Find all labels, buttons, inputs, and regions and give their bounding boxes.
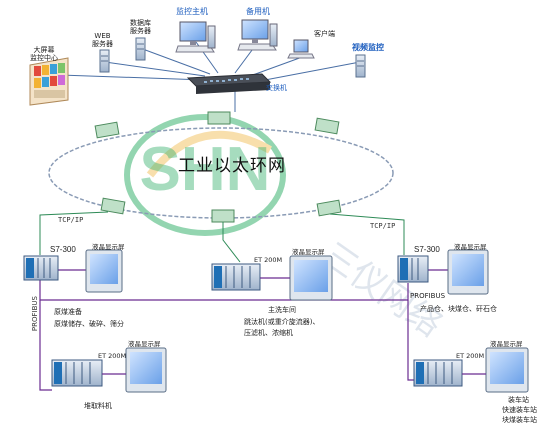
center-line1: 跳汰机(或重介旋流器)、 xyxy=(244,318,320,326)
ring-node[interactable] xyxy=(314,117,340,135)
right-lcd-label: 液晶显示屏 xyxy=(454,243,487,251)
ethernet-ring xyxy=(48,127,394,219)
web-server-icon[interactable] xyxy=(99,49,110,73)
client-icon[interactable] xyxy=(287,39,315,59)
db-server-label: 数据库 服务器 xyxy=(130,19,151,35)
ring-node[interactable] xyxy=(316,199,342,217)
db-server-label-line2: 服务器 xyxy=(130,27,151,35)
ring-node[interactable] xyxy=(94,121,120,139)
video-server-icon[interactable] xyxy=(355,54,366,78)
right-bottom-line2: 快速装车站 xyxy=(502,406,537,414)
center-lcd-panel[interactable] xyxy=(289,255,333,301)
video-label: 视频监控 xyxy=(352,43,384,52)
ethernet-links xyxy=(39,211,405,263)
right-lcd-panel[interactable] xyxy=(447,249,489,295)
left-tcpip-label: TCP/IP xyxy=(58,216,84,224)
client-label: 客户端 xyxy=(314,30,335,38)
ring-title: 工业以太环网 xyxy=(178,156,286,176)
left-bottom-lcd-panel[interactable] xyxy=(125,347,167,393)
profibus-lines xyxy=(39,269,448,391)
right-profibus-label: PROFIBUS xyxy=(410,292,446,300)
ring-switch-nodes xyxy=(94,111,342,223)
left-station-subtitle: 原煤储存、破碎、筛分 xyxy=(54,320,124,328)
switch-label: 交换机 xyxy=(266,84,287,92)
monitor-host-label: 监控主机 xyxy=(176,7,208,16)
right-plc-label: S7-300 xyxy=(414,245,440,254)
big-screen-label-line2: 监控中心 xyxy=(30,54,58,62)
center-et-label: ET 200M xyxy=(254,256,283,264)
center-et200m[interactable] xyxy=(211,263,261,291)
monitor-host-icon[interactable] xyxy=(175,21,216,53)
right-station-title: 产品仓、块煤仓、矸石仓 xyxy=(420,305,497,313)
big-screen-label-line1: 大屏幕 xyxy=(33,46,55,54)
right-bottom-et-label: ET 200M xyxy=(456,352,485,360)
center-line2: 压滤机、浓缩机 xyxy=(244,329,293,337)
backup-host-icon[interactable] xyxy=(237,19,278,51)
left-bottom-et200m[interactable] xyxy=(51,359,103,387)
left-lcd-panel[interactable] xyxy=(85,249,123,293)
left-station-title: 原煤准备 xyxy=(54,308,82,316)
left-plc-rack[interactable] xyxy=(23,255,59,281)
watermark-text: SHN xyxy=(140,135,271,204)
right-bottom-lcd-panel[interactable] xyxy=(485,347,529,393)
right-tcpip-label: TCP/IP xyxy=(370,222,396,230)
db-server-icon[interactable] xyxy=(135,37,146,61)
watermark-logo xyxy=(124,114,286,236)
right-bottom-et200m[interactable] xyxy=(413,359,463,387)
ring-node[interactable] xyxy=(100,197,126,215)
center-lcd-label: 液晶显示屏 xyxy=(292,248,325,256)
ring-node[interactable] xyxy=(207,111,231,125)
left-bottom-et-label: ET 200M xyxy=(98,352,127,360)
big-screen-label: 大屏幕 监控中心 xyxy=(30,46,58,62)
left-bottom-title: 堆取料机 xyxy=(84,402,112,410)
right-bottom-line3: 块煤装车站 xyxy=(502,416,537,424)
right-bottom-line1: 装车站 xyxy=(508,396,529,404)
ring-node[interactable] xyxy=(211,209,235,223)
left-lcd-label: 液晶显示屏 xyxy=(92,243,125,251)
left-profibus-label: PROFIBUS xyxy=(31,296,39,332)
switch-icon[interactable] xyxy=(186,73,272,94)
backup-host-label: 备用机 xyxy=(246,7,270,16)
web-server-label-line1: WEB xyxy=(94,32,111,40)
left-plc-label: S7-300 xyxy=(50,245,76,254)
big-screen-icon[interactable] xyxy=(29,57,69,106)
right-bottom-lcd-label: 液晶显示屏 xyxy=(490,340,523,348)
web-server-label-line2: 服务器 xyxy=(92,40,113,48)
center-title: 主洗车间 xyxy=(268,306,296,314)
db-server-label-line1: 数据库 xyxy=(130,19,151,27)
right-plc-rack[interactable] xyxy=(397,255,429,283)
web-server-label: WEB 服务器 xyxy=(92,32,113,48)
left-bottom-lcd-label: 液晶显示屏 xyxy=(128,340,161,348)
